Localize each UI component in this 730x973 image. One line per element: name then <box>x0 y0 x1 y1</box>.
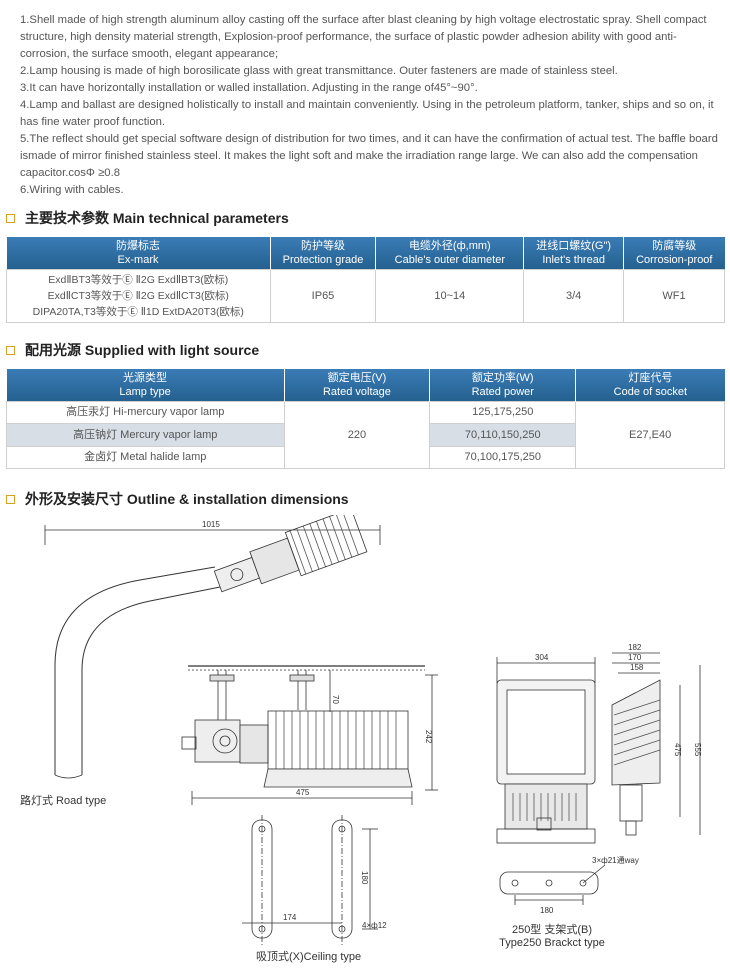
square-bullet-icon <box>6 494 15 504</box>
feature-item: 2.Lamp housing is made of high borosilic… <box>20 65 618 77</box>
dim-label-158: 158 <box>630 663 644 672</box>
thread-cell: 3/4 <box>523 269 625 323</box>
table-row: ExdⅡBT3等效于Ⓔ Ⅱ2G ExdⅡBT3(欧标) ExdⅡCT3等效于Ⓔ … <box>6 269 725 323</box>
table-row: 金卤灯 Metal halide lamp 70,100,175,250 <box>6 446 725 469</box>
dim-label-3x21: 3×ф21通way <box>592 855 639 865</box>
protection-cell: IP65 <box>269 269 377 323</box>
feature-item: 4.Lamp and ballast are designed holistic… <box>20 99 714 128</box>
bracket-caption-cn: 250型 支架式(B) <box>511 924 593 936</box>
dim-label-242: 242 <box>424 730 433 744</box>
corrosion-cell: WF1 <box>623 269 725 323</box>
dim-label-475b: 475 <box>673 743 682 757</box>
exmark-cell: ExdⅡBT3等效于Ⓔ Ⅱ2G ExdⅡBT3(欧标) ExdⅡCT3等效于Ⓔ … <box>6 269 271 323</box>
ceiling-lamp-side-view <box>181 710 413 788</box>
power-cell: 125,175,250 <box>429 401 577 424</box>
dim-label-180: 180 <box>360 871 369 885</box>
cable-cell: 10~14 <box>375 269 525 323</box>
dim-label-475: 475 <box>296 788 310 797</box>
feature-item: 6.Wiring with cables. <box>20 184 124 196</box>
lamp-type-cell: 高压汞灯 Hi-mercury vapor lamp <box>6 401 285 424</box>
ceiling-mount-top-view <box>251 815 353 945</box>
lamp-type-cell: 高压钠灯 Mercury vapor lamp <box>6 423 285 447</box>
bracket-base-plate <box>499 864 606 905</box>
dim-label-182: 182 <box>628 643 642 652</box>
dim-label-1015: 1015 <box>202 520 220 529</box>
ceiling-type-caption: 吸顶式(X)Ceiling type <box>256 951 362 963</box>
bracket-type-front-view <box>496 657 596 844</box>
section-title-text: 主要技术参数 Main technical parameters <box>25 210 289 226</box>
bracket-type-caption: 250型 支架式(B) Type250 Brackct type <box>492 921 612 949</box>
section-title-tech: 主要技术参数 Main technical parameters <box>6 209 289 227</box>
dimension-drawing-svg: 1015 70 242 475 180 174 4×ф12 304 182 17… <box>44 508 702 945</box>
dim-label-170: 170 <box>628 653 642 662</box>
power-cell: 70,100,175,250 <box>429 446 577 469</box>
road-lamp-body <box>213 508 368 593</box>
lamp-type-cell: 金卤灯 Metal halide lamp <box>6 446 285 469</box>
header-cable: 电缆外径(ф,mm)Cable's outer diameter <box>375 237 525 270</box>
dim-label-555: 555 <box>693 743 702 757</box>
dim-label-4x12: 4×ф12 <box>362 921 387 930</box>
section-title-text: 配用光源 Supplied with light source <box>25 342 260 358</box>
section-title-text: 外形及安装尺寸 Outline & installation dimension… <box>25 491 349 507</box>
technical-drawings: 1015 70 242 475 180 174 4×ф12 304 182 17… <box>0 508 730 973</box>
square-bullet-icon <box>6 213 15 223</box>
feature-item: 5.The reflect should get special softwar… <box>20 133 718 179</box>
table-row: 高压钠灯 Mercury vapor lamp 70,110,150,250 <box>6 423 725 447</box>
voltage-cell: 220 <box>283 401 431 469</box>
header-power: 额定功率(W)Rated power <box>429 369 577 402</box>
bracket-caption-en: Type250 Brackct type <box>499 937 605 949</box>
dim-label-70: 70 <box>331 695 340 704</box>
dim-label-304: 304 <box>535 653 549 662</box>
table-row: 高压汞灯 Hi-mercury vapor lamp 220 125,175,2… <box>6 401 725 469</box>
bracket-type-side-view <box>611 652 701 836</box>
feature-item: 1.Shell made of high strength aluminum a… <box>20 14 707 60</box>
header-voltage: 额定电压(V)Rated voltage <box>284 369 431 402</box>
power-cell: 70,110,150,250 <box>429 423 577 447</box>
pole-outline <box>54 566 216 775</box>
header-thread: 进线口螺纹(G")Inlet's thread <box>523 237 625 270</box>
feature-item: 3.It can have horizontally installation … <box>20 82 478 94</box>
road-type-caption: 路灯式 Road type <box>20 795 107 807</box>
feature-list: 1.Shell made of high strength aluminum a… <box>20 12 725 199</box>
section-title-light: 配用光源 Supplied with light source <box>6 341 259 359</box>
square-bullet-icon <box>6 345 15 355</box>
section-title-outline: 外形及安装尺寸 Outline & installation dimension… <box>6 490 349 508</box>
dim-label-174: 174 <box>283 913 297 922</box>
socket-cell: E27,E40 <box>575 401 725 469</box>
dim-label-180b: 180 <box>540 906 554 915</box>
